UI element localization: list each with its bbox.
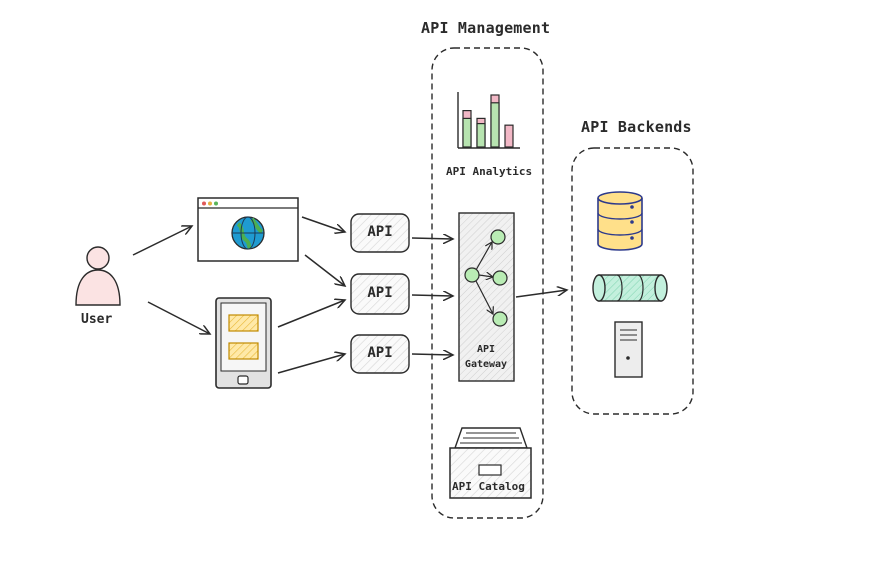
arrow-tablet-to-api2 [277,300,345,328]
globe-icon [231,216,265,250]
gateway-icon [458,212,515,382]
api-backends-title: API Backends [581,118,692,136]
api-node-3-label: API [367,345,393,361]
server-tower-icon [614,321,643,378]
tablet-icon [215,297,272,389]
pipe-icon [592,274,668,302]
api-node-2 [350,273,410,315]
arrow-browser-to-api2 [304,254,345,286]
gateway-label-line1: API [476,344,496,355]
api-catalog-label: API Catalog [452,480,525,493]
arrow-api1-to-gateway [411,238,453,239]
gateway-label-line2: Gateway [464,359,508,370]
api-analytics-label: API Analytics [446,165,533,178]
file-cabinet-icon [449,427,532,499]
api-backends-group [571,147,694,415]
analytics-bar-green [476,122,486,148]
arrow-api2-to-gateway [411,295,453,296]
arrow-tablet-to-api3 [277,354,345,374]
api-management-group [431,47,544,519]
api-node-1 [350,213,410,253]
person-icon [75,246,121,306]
analytics-bar-green [462,117,472,148]
arrow-user-to-browser [132,226,192,256]
analytics-bar-green [490,102,500,148]
user-label: User [81,312,113,327]
arrow-gateway-to-backends [515,290,567,298]
arrow-browser-to-api1 [301,216,345,232]
api-node-2-label: API [367,285,393,301]
api-node-1-label: API [367,224,393,240]
bar-chart-icon [457,92,520,149]
arrow-user-to-tablet [147,301,210,334]
api-node-3 [350,334,410,374]
api-management-title: API Management [421,19,551,37]
database-icon [597,191,643,251]
analytics-bar-pink [504,124,514,148]
arrow-api3-to-gateway [411,354,453,355]
